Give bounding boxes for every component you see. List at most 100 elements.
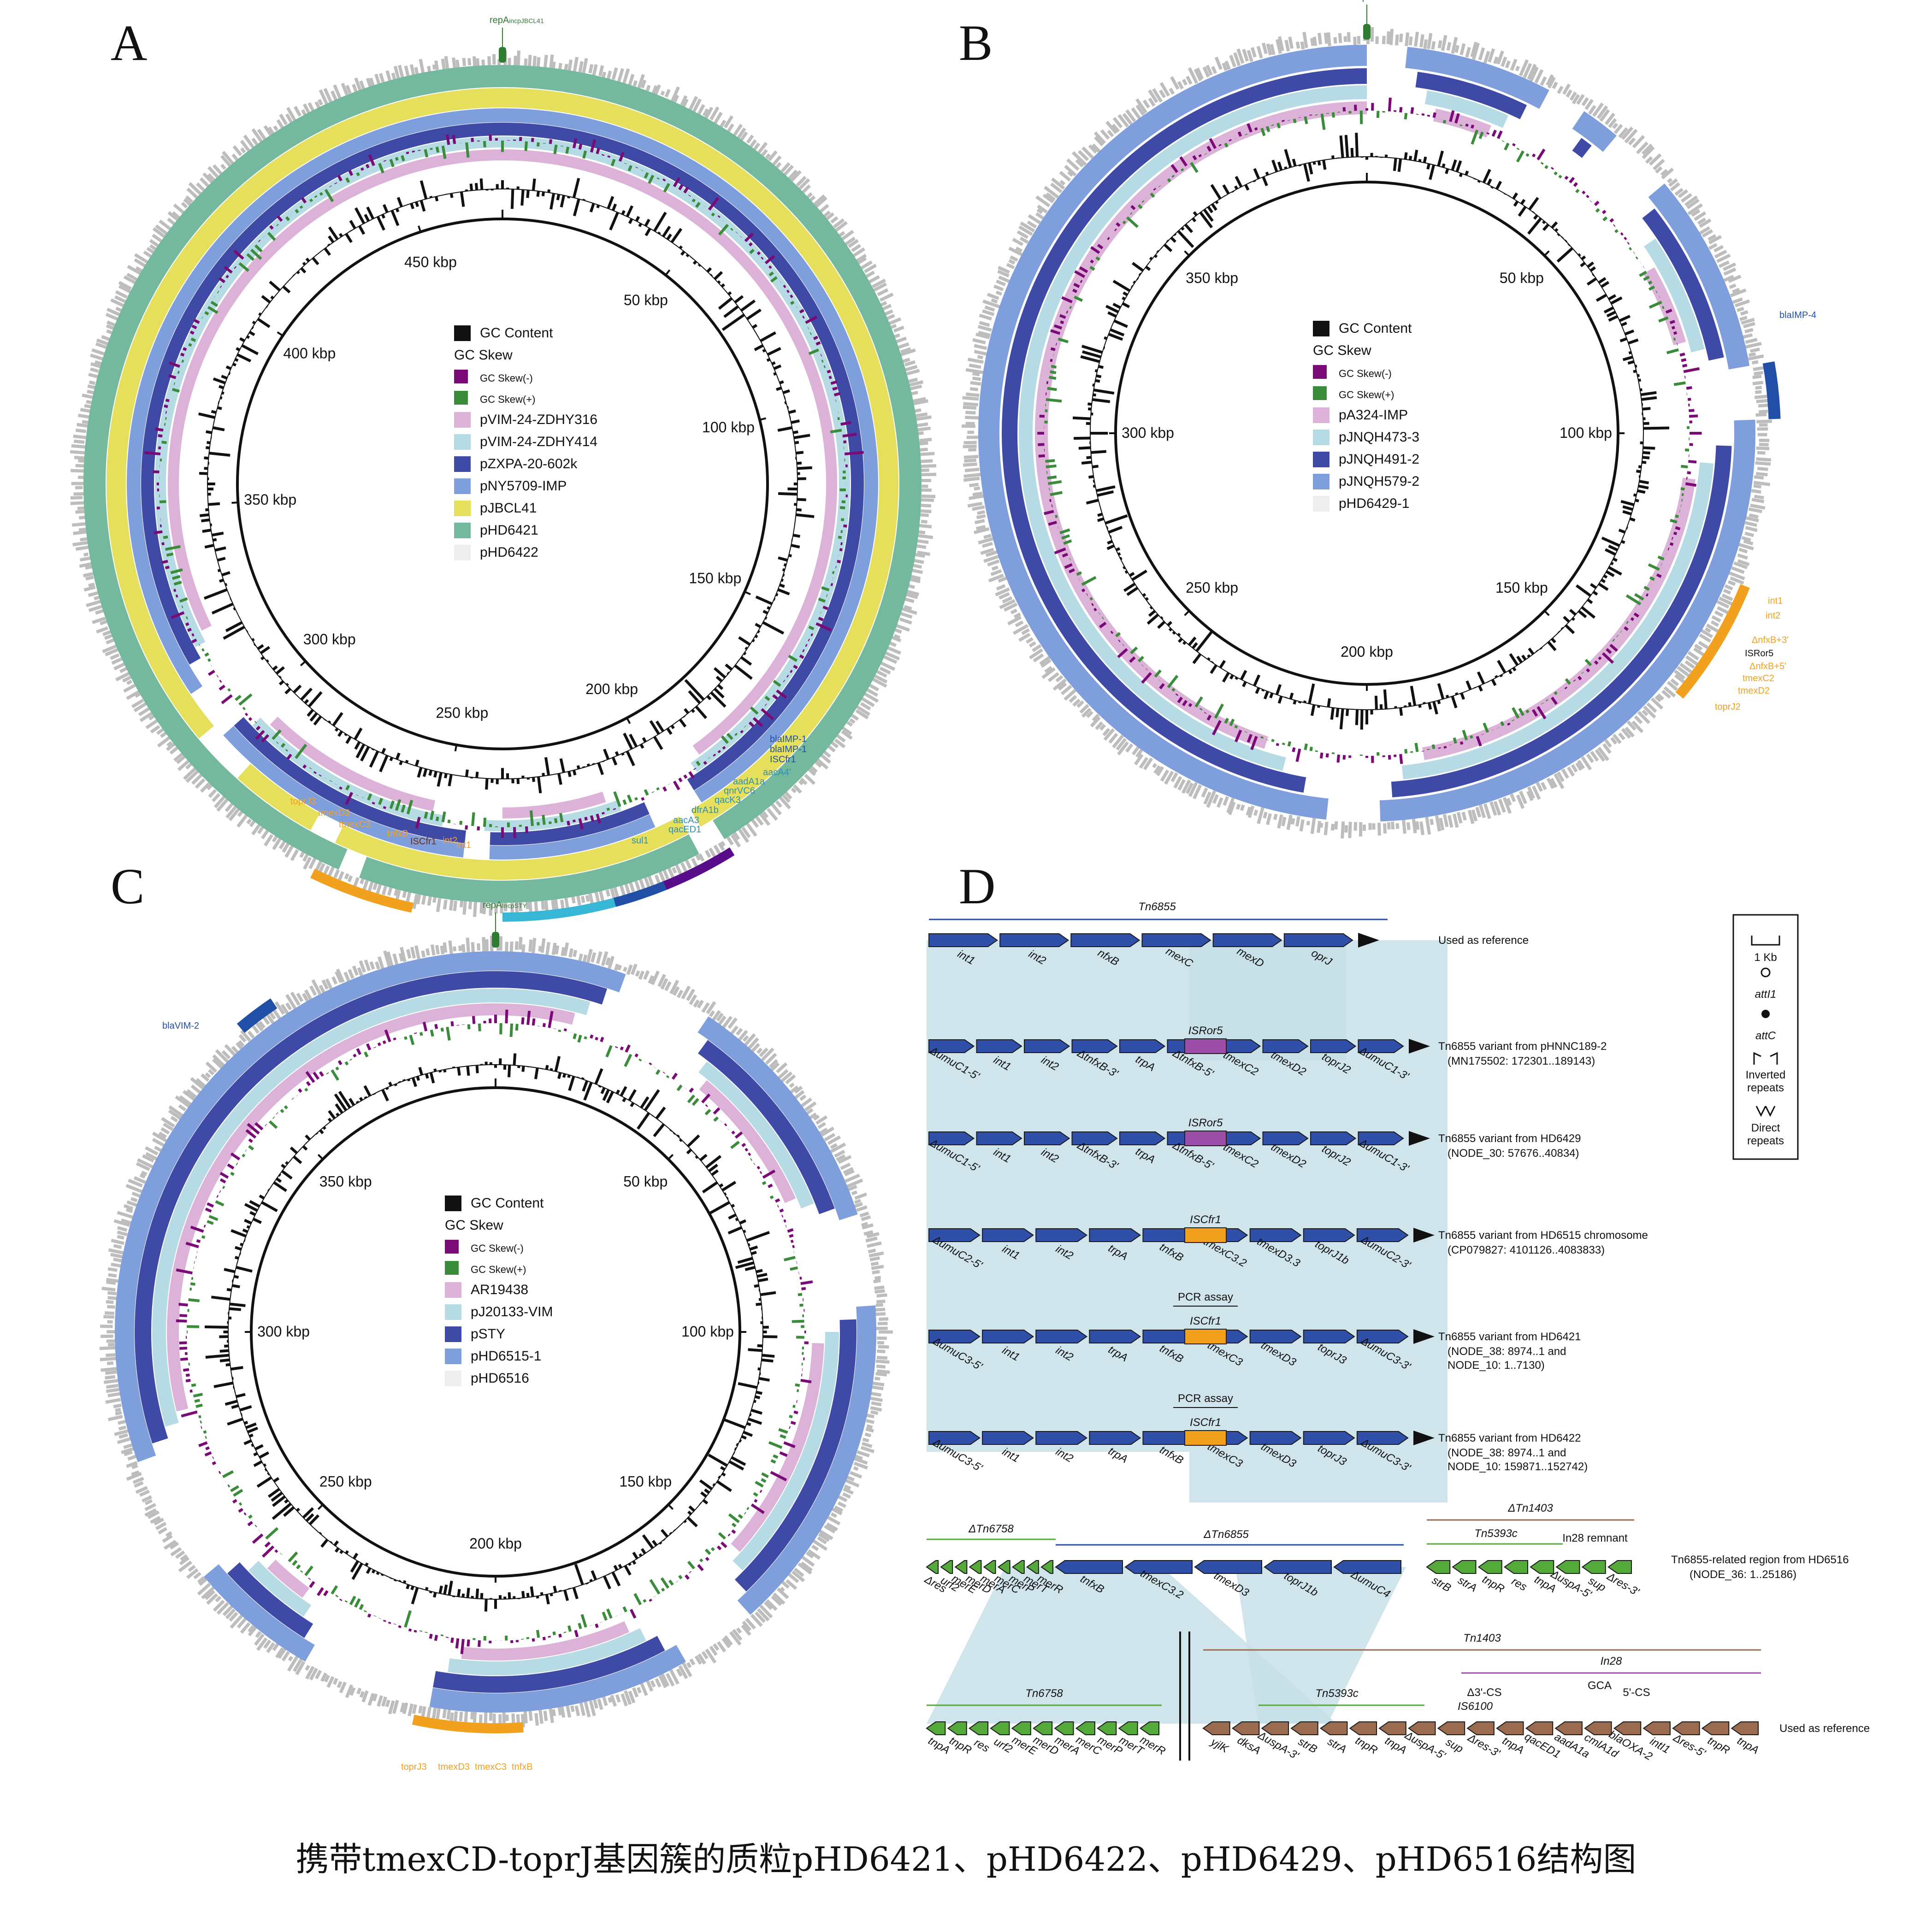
gene-tick (195, 182, 205, 191)
skew-bar (446, 1026, 451, 1041)
gene-tick (731, 1627, 743, 1641)
axis-tick-label: 150 kbp (1495, 579, 1548, 596)
skew-bar (1132, 262, 1144, 272)
skew-bar (1072, 289, 1078, 293)
legend-swatch (454, 434, 471, 450)
skew-bar (1182, 700, 1188, 707)
gene-tick (335, 971, 343, 983)
skew-bar (541, 191, 545, 196)
gene-tick (845, 1178, 863, 1189)
gene-tick (1069, 695, 1077, 703)
skew-bar (187, 628, 192, 632)
skew-bar (1137, 655, 1145, 663)
gene-tick (473, 899, 478, 917)
gene-tick (1442, 813, 1449, 827)
gene-tick (720, 841, 726, 847)
gene-tick (764, 1601, 773, 1610)
gene-tick (778, 1069, 789, 1079)
skew-bar (1090, 259, 1094, 264)
gene-arrow (1261, 1721, 1289, 1735)
skew-bar (716, 1545, 722, 1550)
gene-tick (1186, 76, 1193, 85)
gene-tick (272, 1642, 280, 1651)
gene-tick (117, 1230, 128, 1237)
skew-bar (1074, 270, 1086, 278)
gene-tick (1753, 481, 1771, 486)
gene-tick (918, 464, 937, 468)
gene-arrow (1011, 1560, 1025, 1574)
gene-tick (80, 537, 88, 542)
legend-label: GC Content (480, 325, 553, 341)
skew-bar (1130, 205, 1136, 210)
gene-tick (863, 264, 877, 273)
gene-tick (558, 63, 562, 70)
gene-tick (878, 660, 896, 671)
gene-tick (869, 1391, 882, 1397)
gene-tick (118, 284, 133, 295)
skew-bar (1145, 597, 1149, 601)
gene-tick (1402, 819, 1406, 834)
gene-tick (918, 524, 932, 529)
skew-bar (190, 1225, 204, 1233)
skew-bar (615, 1046, 618, 1048)
skew-bar (485, 778, 489, 790)
gene-tick (117, 1235, 124, 1240)
skew-bar (1595, 208, 1600, 213)
skew-bar (661, 1529, 669, 1538)
gene-tick (377, 1693, 384, 1707)
skew-bar (230, 1485, 239, 1492)
gene-tick (997, 270, 1010, 278)
gene-tick (1044, 186, 1059, 199)
figure-caption: 携带tmexCD-toprJ基因簇的质粒pHD6421、pHD6422、pHD6… (295, 1840, 1637, 1879)
legend-label: GC Skew (1313, 343, 1371, 358)
skew-bar (225, 275, 229, 279)
skew-bar (415, 817, 421, 829)
gene-tick (1637, 711, 1650, 724)
legend-label: pJNQH473-3 (1339, 430, 1419, 445)
skew-bar (1115, 632, 1121, 637)
ring-gap (463, 843, 490, 860)
skew-bar (1106, 544, 1115, 550)
skew-bar (670, 228, 683, 243)
skew-bar (1284, 149, 1292, 168)
gene-tick (744, 820, 757, 837)
skew-bar (475, 1065, 479, 1073)
skew-bar (1192, 642, 1198, 649)
gene-tick (103, 1378, 120, 1384)
gene-tick (645, 85, 651, 91)
skew-bar (649, 720, 660, 735)
blaIMP-arc (663, 847, 735, 890)
ring-gap (338, 848, 367, 878)
skew-bar (280, 1108, 284, 1113)
gene-tick (1394, 34, 1399, 46)
gene-tick (341, 82, 349, 95)
gene-tick (617, 68, 624, 84)
skew-bar (790, 295, 793, 298)
gene-tick (1708, 243, 1718, 250)
skew-bar (219, 1349, 229, 1353)
legend-swatch (445, 1261, 459, 1275)
gene-tick (718, 1015, 727, 1026)
gene-tick (489, 904, 493, 916)
gene-tick (1310, 817, 1316, 834)
skew-bar (233, 249, 244, 260)
skew-bar (1260, 128, 1266, 136)
gene-tick (876, 1355, 888, 1360)
gene-tick (163, 1122, 174, 1131)
gene-tick (1153, 765, 1161, 774)
skew-bar (642, 737, 647, 743)
gene-tick (78, 527, 87, 532)
skew-bar (750, 1408, 762, 1415)
gene-arrow (1303, 1330, 1355, 1343)
legend-swatch (454, 325, 471, 341)
gene-tick (964, 458, 976, 463)
skew-bar (1207, 206, 1213, 213)
skew-bar (395, 208, 400, 212)
gene-tick (75, 428, 87, 433)
gene-tick (875, 1359, 890, 1364)
gene-arrow (928, 1228, 981, 1242)
skew-bar (799, 309, 804, 314)
legend-swatch (1313, 386, 1327, 400)
skew-bar (227, 1417, 243, 1426)
